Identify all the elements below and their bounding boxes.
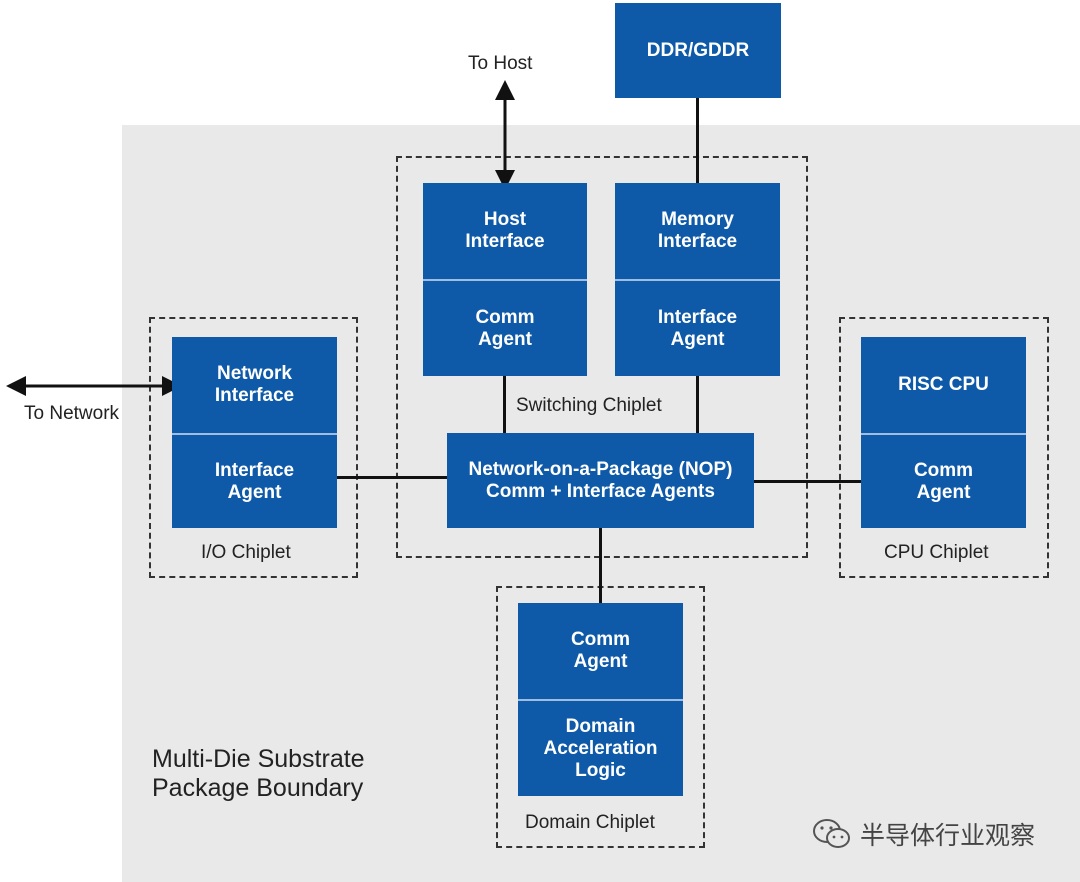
domain-acceleration-logic-block: Domain Acceleration Logic — [518, 699, 683, 796]
host-comm-to-nop-line — [503, 376, 506, 433]
host-comm-agent-block: Comm Agent — [423, 279, 587, 376]
io-interface-agent-block: Interface Agent — [172, 433, 337, 528]
domain-comm-agent-block: Comm Agent — [518, 603, 683, 699]
cpu-chiplet-label: CPU Chiplet — [884, 542, 989, 563]
cpu-chiplet-boundary — [839, 317, 1049, 578]
to-network-label: To Network — [24, 403, 120, 424]
nop-to-cpu-line — [754, 480, 861, 483]
nop-to-domain-line — [599, 528, 602, 603]
switching-chiplet-boundary — [396, 156, 808, 558]
memory-agent-to-nop-line — [696, 376, 699, 433]
ddr-gddr-block: DDR/GDDR — [615, 3, 781, 98]
watermark: 半导体行业观察 — [812, 816, 1035, 852]
substrate-label: Multi-Die Substrate Package Boundary — [152, 745, 365, 802]
wechat-icon — [813, 819, 850, 848]
host-interface-block: Host Interface — [423, 183, 587, 279]
io-chiplet-boundary — [149, 317, 358, 578]
memory-interface-block: Memory Interface — [615, 183, 780, 279]
io-to-nop-line — [337, 476, 447, 479]
network-double-arrow — [6, 376, 182, 396]
ddr-to-memory-line — [696, 98, 699, 183]
io-chiplet-label: I/O Chiplet — [201, 542, 291, 563]
watermark-text: 半导体行业观察 — [860, 822, 1036, 850]
nop-block: Network-on-a-Package (NOP) Comm + Interf… — [447, 433, 754, 528]
network-interface-block: Network Interface — [172, 337, 337, 433]
host-double-arrow — [495, 80, 515, 190]
switching-chiplet-label: Switching Chiplet — [516, 395, 662, 416]
memory-interface-agent-block: Interface Agent — [615, 279, 780, 376]
to-host-label: To Host — [468, 53, 533, 74]
cpu-comm-agent-block: Comm Agent — [861, 433, 1026, 528]
domain-chiplet-label: Domain Chiplet — [525, 812, 655, 833]
risc-cpu-block: RISC CPU — [861, 337, 1026, 433]
